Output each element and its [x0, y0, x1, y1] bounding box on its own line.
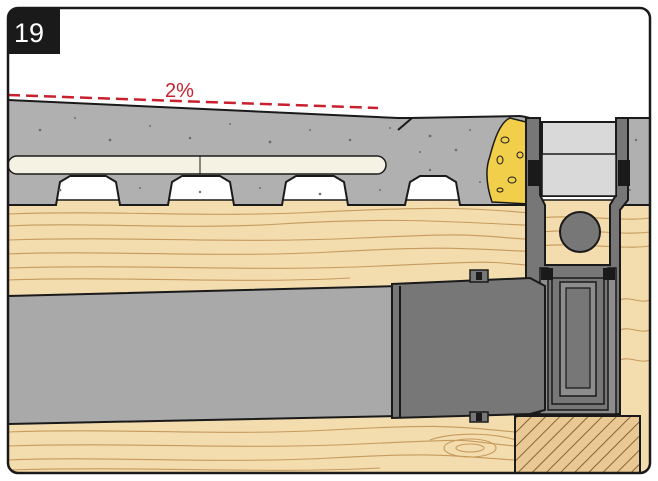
screed-layer [8, 98, 650, 206]
slope-label: 2% [165, 80, 194, 102]
wood-grain-right [539, 216, 650, 362]
diagram-frame [6, 6, 652, 475]
step-badge: 19 [8, 8, 60, 54]
wood-grain [8, 207, 541, 471]
step-number: 19 [14, 18, 44, 48]
insulation-strip [8, 155, 387, 175]
sealant [486, 117, 535, 205]
drain-pipe [8, 269, 546, 426]
drain-body [525, 117, 630, 415]
screed-speckles [38, 117, 638, 196]
joist-section [514, 415, 641, 473]
slope-indicator: 2% [8, 80, 379, 110]
